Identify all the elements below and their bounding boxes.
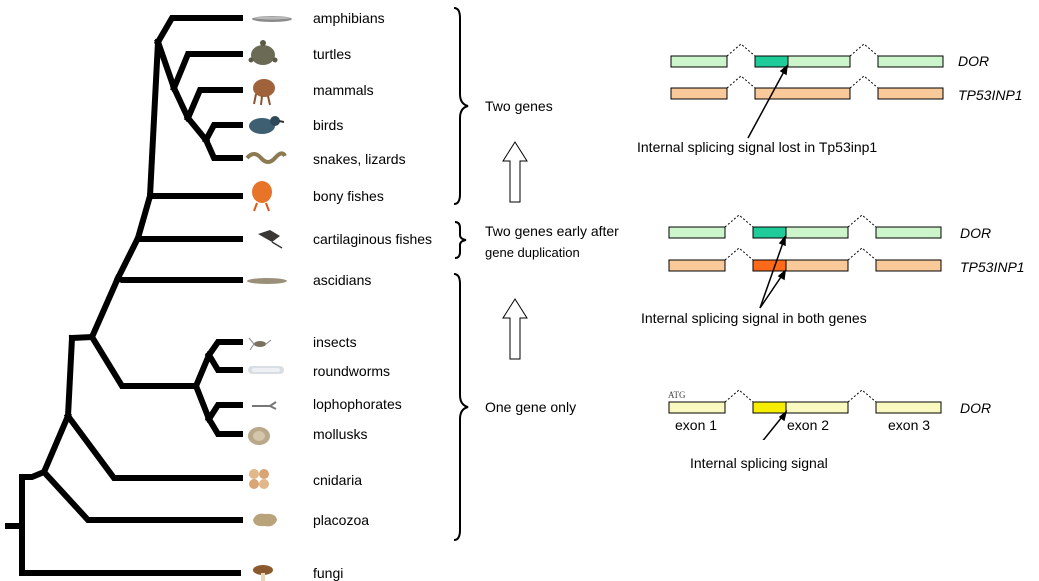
dor-single-exon-3 — [876, 402, 941, 413]
tree-branch-ascidians — [118, 278, 240, 280]
gene-structures — [660, 40, 960, 440]
fish-icon — [248, 178, 276, 212]
callout-signal-both: Internal splicing signal in both genes — [641, 310, 867, 326]
tp53-early-exon-3 — [876, 260, 941, 271]
exon-label-1: exon 1 — [675, 417, 717, 433]
taxon-label-ascidians: ascidians — [313, 272, 371, 288]
dor-early-exon-1 — [669, 227, 725, 238]
turtle-icon — [246, 40, 280, 70]
tree-node-5 — [174, 88, 188, 118]
taxon-label-birds: birds — [313, 117, 343, 133]
tree-branch-amphibians — [158, 18, 240, 42]
taxon-label-roundworms: roundworms — [313, 363, 390, 379]
tree-branch-insects — [209, 342, 240, 355]
tree-node-1 — [44, 416, 68, 472]
tree-node-osteichthyes — [138, 196, 150, 238]
state-early-line1: Two genes early after — [485, 221, 619, 241]
dor-exon-1 — [671, 56, 727, 67]
taxon-label-cnidaria: cnidaria — [313, 472, 362, 488]
dor-early-signal — [753, 227, 786, 238]
insect-icon — [246, 334, 274, 354]
snake-icon — [244, 148, 288, 168]
gene-label-tp53inp1: TP53INP1 — [958, 87, 1023, 103]
start-codon-label: ATG — [668, 390, 686, 400]
callout-signal-lost: Internal splicing signal lost in Tp53inp… — [637, 139, 877, 155]
taxon-label-placozoa: placozoa — [313, 512, 369, 528]
dor-early-exon-3 — [876, 227, 941, 238]
exon-label-3: exon 3 — [888, 417, 930, 433]
tree-node-6 — [188, 118, 206, 140]
mammal-icon — [248, 76, 278, 106]
taxon-label-snakes: snakes, lizards — [313, 151, 406, 167]
tree-branch-roundworms — [209, 355, 240, 370]
ascidian-icon — [245, 276, 289, 286]
tree-branch-birds — [206, 125, 240, 140]
taxon-label-turtles: turtles — [313, 46, 351, 62]
exon-label-2: exon 2 — [787, 417, 829, 433]
state-two-genes: Two genes — [485, 96, 553, 116]
state-early-line2: gene duplication — [485, 243, 580, 263]
taxon-label-amphibians: amphibians — [313, 10, 385, 26]
ray-icon — [254, 226, 284, 250]
brace-two-genes — [450, 6, 474, 206]
dor-single-exon-1 — [669, 402, 725, 413]
bird-icon — [244, 112, 284, 138]
tree-branch-lophophorates — [209, 405, 240, 419]
mushroom-icon — [250, 564, 276, 581]
tree-node-tetrapoda — [150, 42, 158, 196]
dor-single-signal — [753, 402, 786, 413]
salamander-icon — [250, 10, 294, 26]
up-arrow-icon — [502, 141, 528, 203]
tree-branch-mammals — [188, 90, 240, 118]
tree-branch-snakes — [206, 140, 240, 158]
tree-node-amniota — [158, 42, 174, 88]
tree-node-protostome — [196, 355, 209, 419]
gene-label-dor-single: DOR — [960, 400, 991, 416]
lophophorate-icon — [250, 398, 278, 412]
tree-branch-cartilaginous — [138, 238, 240, 239]
tp53-exon-3 — [878, 88, 943, 99]
tree-node-3 — [92, 278, 118, 337]
tp53-exon-1 — [671, 88, 727, 99]
placozoa-icon — [250, 510, 280, 530]
gene-label-dor-early: DOR — [960, 225, 991, 241]
brace-early — [452, 220, 472, 260]
brace-one-gene — [450, 272, 474, 542]
tree-node-2 — [68, 338, 72, 416]
tree-branch-mollusks — [209, 419, 240, 434]
callout-signal: Internal splicing signal — [690, 455, 828, 471]
phylogenetic-tree — [0, 0, 260, 581]
mollusk-icon — [246, 424, 272, 446]
state-one-gene: One gene only — [485, 397, 576, 417]
tree-branch-turtles — [174, 54, 240, 88]
gene-label-tp53inp1-early: TP53INP1 — [960, 259, 1025, 275]
taxon-label-mollusks: mollusks — [313, 426, 367, 442]
taxon-label-fungi: fungi — [313, 565, 343, 581]
taxon-label-cartilaginous: cartilaginous fishes — [313, 231, 432, 247]
taxon-label-lophophorates: lophophorates — [313, 396, 402, 412]
gene-label-dor: DOR — [958, 53, 989, 69]
cnidaria-icon — [246, 466, 274, 492]
taxon-label-insects: insects — [313, 334, 357, 350]
up-arrow-icon — [502, 298, 528, 360]
tree-branch-protostome — [92, 337, 196, 386]
dor-exon-3 — [878, 56, 943, 67]
dor-signal — [755, 56, 788, 67]
tp53-early-exon-1 — [669, 260, 725, 271]
roundworm-icon — [246, 362, 286, 378]
taxon-label-bony-fishes: bony fishes — [313, 188, 384, 204]
tp53-early-signal — [753, 260, 786, 271]
tree-node-vertebrata — [118, 238, 138, 278]
taxon-label-mammals: mammals — [313, 82, 374, 98]
